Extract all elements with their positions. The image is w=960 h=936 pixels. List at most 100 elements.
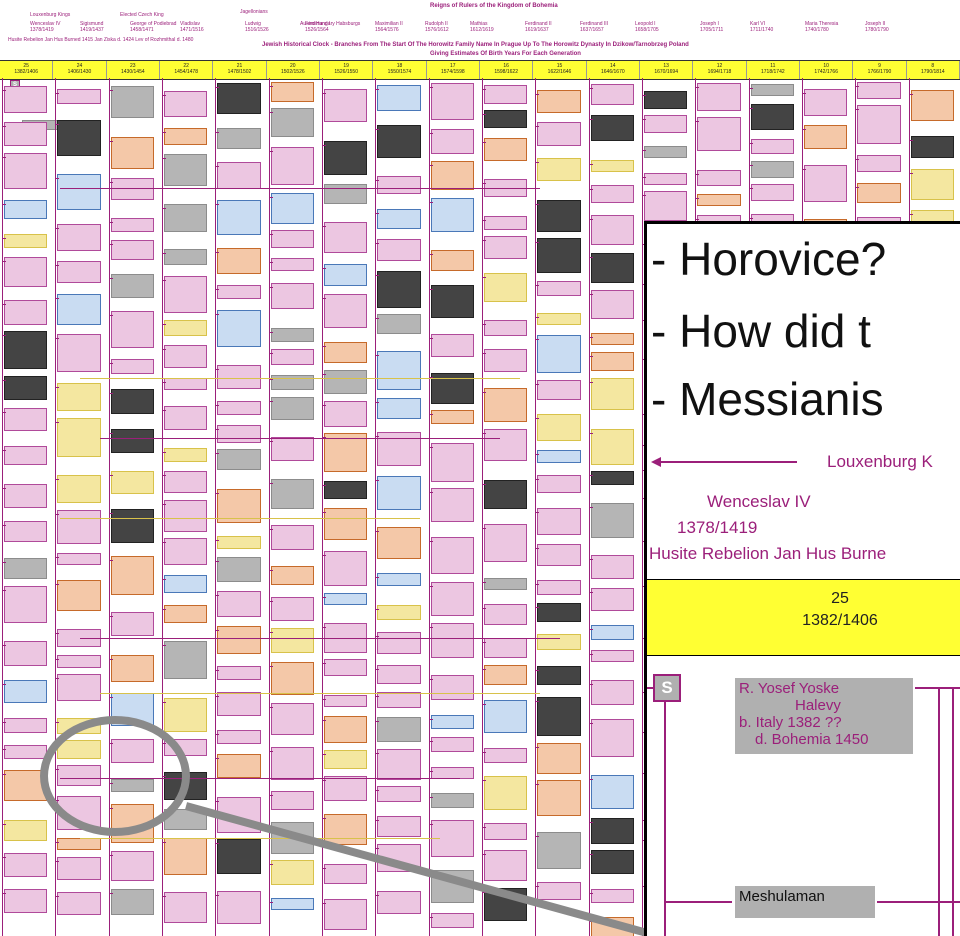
branch-line bbox=[268, 601, 273, 602]
branch-line bbox=[322, 93, 326, 94]
branch-line bbox=[55, 678, 60, 679]
branch-line bbox=[268, 751, 273, 752]
generation-number: 14 bbox=[610, 63, 616, 69]
person-node bbox=[57, 294, 101, 325]
branch-line bbox=[162, 349, 166, 350]
branch-line bbox=[55, 124, 60, 125]
branch-line bbox=[2, 204, 6, 205]
person-node bbox=[57, 383, 101, 411]
inset-generation-band: 25 1382/1406 bbox=[647, 579, 960, 656]
branch-line bbox=[588, 337, 593, 338]
branch-line bbox=[802, 129, 806, 130]
person-node bbox=[217, 83, 261, 114]
branch-line bbox=[375, 318, 380, 319]
person-node bbox=[590, 818, 634, 844]
person-node bbox=[217, 536, 261, 549]
person-node bbox=[590, 185, 634, 203]
branch-line bbox=[322, 780, 326, 781]
generation-years: 1430/1454 bbox=[121, 69, 145, 75]
branch-connector bbox=[80, 838, 440, 839]
person-node bbox=[537, 281, 581, 296]
person-node bbox=[537, 882, 581, 900]
lineage-line bbox=[162, 78, 163, 936]
person-node bbox=[110, 178, 154, 200]
generation-years: 1406/1430 bbox=[67, 69, 92, 75]
magnified-inset: - Horovice? - How did t - Messianis Loux… bbox=[644, 221, 960, 936]
ruler-name: George of Podiebrad bbox=[130, 21, 177, 27]
branch-line bbox=[535, 886, 540, 887]
meshulaman-node: Meshulaman bbox=[735, 886, 875, 918]
branch-line bbox=[108, 393, 113, 394]
branch-line bbox=[108, 659, 113, 660]
branch-line bbox=[268, 441, 273, 442]
branch-line bbox=[162, 475, 166, 476]
person-node bbox=[484, 665, 528, 685]
branch-line bbox=[215, 561, 220, 562]
branch-line bbox=[162, 410, 166, 411]
branch-line bbox=[695, 121, 700, 122]
person-node bbox=[324, 716, 368, 743]
person-node bbox=[484, 604, 528, 625]
person-node bbox=[324, 750, 368, 769]
branch-line bbox=[748, 108, 753, 109]
person-node bbox=[644, 191, 688, 221]
branch-line bbox=[268, 795, 273, 796]
branch-line bbox=[2, 774, 6, 775]
branch-line bbox=[428, 165, 433, 166]
person-node bbox=[484, 320, 528, 336]
founder-name: R. Yosef Yoske bbox=[739, 680, 840, 697]
generation-number: 18 bbox=[396, 63, 403, 69]
branch-line bbox=[322, 868, 326, 869]
person-node bbox=[857, 155, 901, 172]
branch-line bbox=[322, 720, 326, 721]
person-node bbox=[590, 290, 634, 319]
person-node bbox=[537, 544, 581, 566]
person-node bbox=[377, 432, 421, 466]
person-node bbox=[270, 349, 314, 365]
branch-line bbox=[268, 112, 273, 113]
branch-line bbox=[535, 317, 540, 318]
branch-line bbox=[268, 379, 273, 380]
person-node bbox=[217, 449, 261, 470]
person-node bbox=[324, 899, 368, 930]
person-node bbox=[110, 137, 154, 169]
branch-line bbox=[588, 893, 593, 894]
branch-line bbox=[482, 642, 486, 643]
person-node bbox=[590, 84, 634, 105]
person-node bbox=[4, 234, 48, 248]
branch-line bbox=[268, 151, 273, 152]
branch-line bbox=[802, 93, 806, 94]
person-node bbox=[4, 889, 48, 913]
branch-line bbox=[215, 369, 220, 370]
person-node bbox=[324, 222, 368, 253]
branch-line bbox=[215, 289, 220, 290]
person-node bbox=[217, 730, 261, 744]
branch-line bbox=[482, 752, 486, 753]
branch-line bbox=[588, 475, 593, 476]
person-node bbox=[590, 625, 634, 640]
branch-line bbox=[2, 412, 6, 413]
branch-line bbox=[2, 90, 6, 91]
ruler-years: 1564/1576 bbox=[375, 27, 399, 33]
generation-years: 1646/1670 bbox=[601, 69, 625, 75]
branch-line bbox=[162, 702, 166, 703]
branch-line bbox=[588, 654, 593, 655]
branch-line bbox=[642, 195, 646, 196]
branch-line bbox=[535, 94, 540, 95]
person-node bbox=[430, 334, 474, 357]
person-node bbox=[110, 359, 154, 374]
person-node bbox=[537, 450, 581, 463]
branch-line bbox=[55, 633, 60, 634]
person-node bbox=[4, 853, 48, 877]
generation-number: 12 bbox=[716, 63, 723, 69]
ruler-3: Austro Hungary Habsburgs bbox=[300, 21, 360, 27]
person-node bbox=[377, 891, 421, 914]
branch-line bbox=[482, 669, 486, 670]
ruler-name: Ludwig bbox=[245, 21, 261, 27]
branch-line bbox=[482, 277, 486, 278]
person-node bbox=[217, 401, 261, 415]
branch-line bbox=[162, 504, 166, 505]
